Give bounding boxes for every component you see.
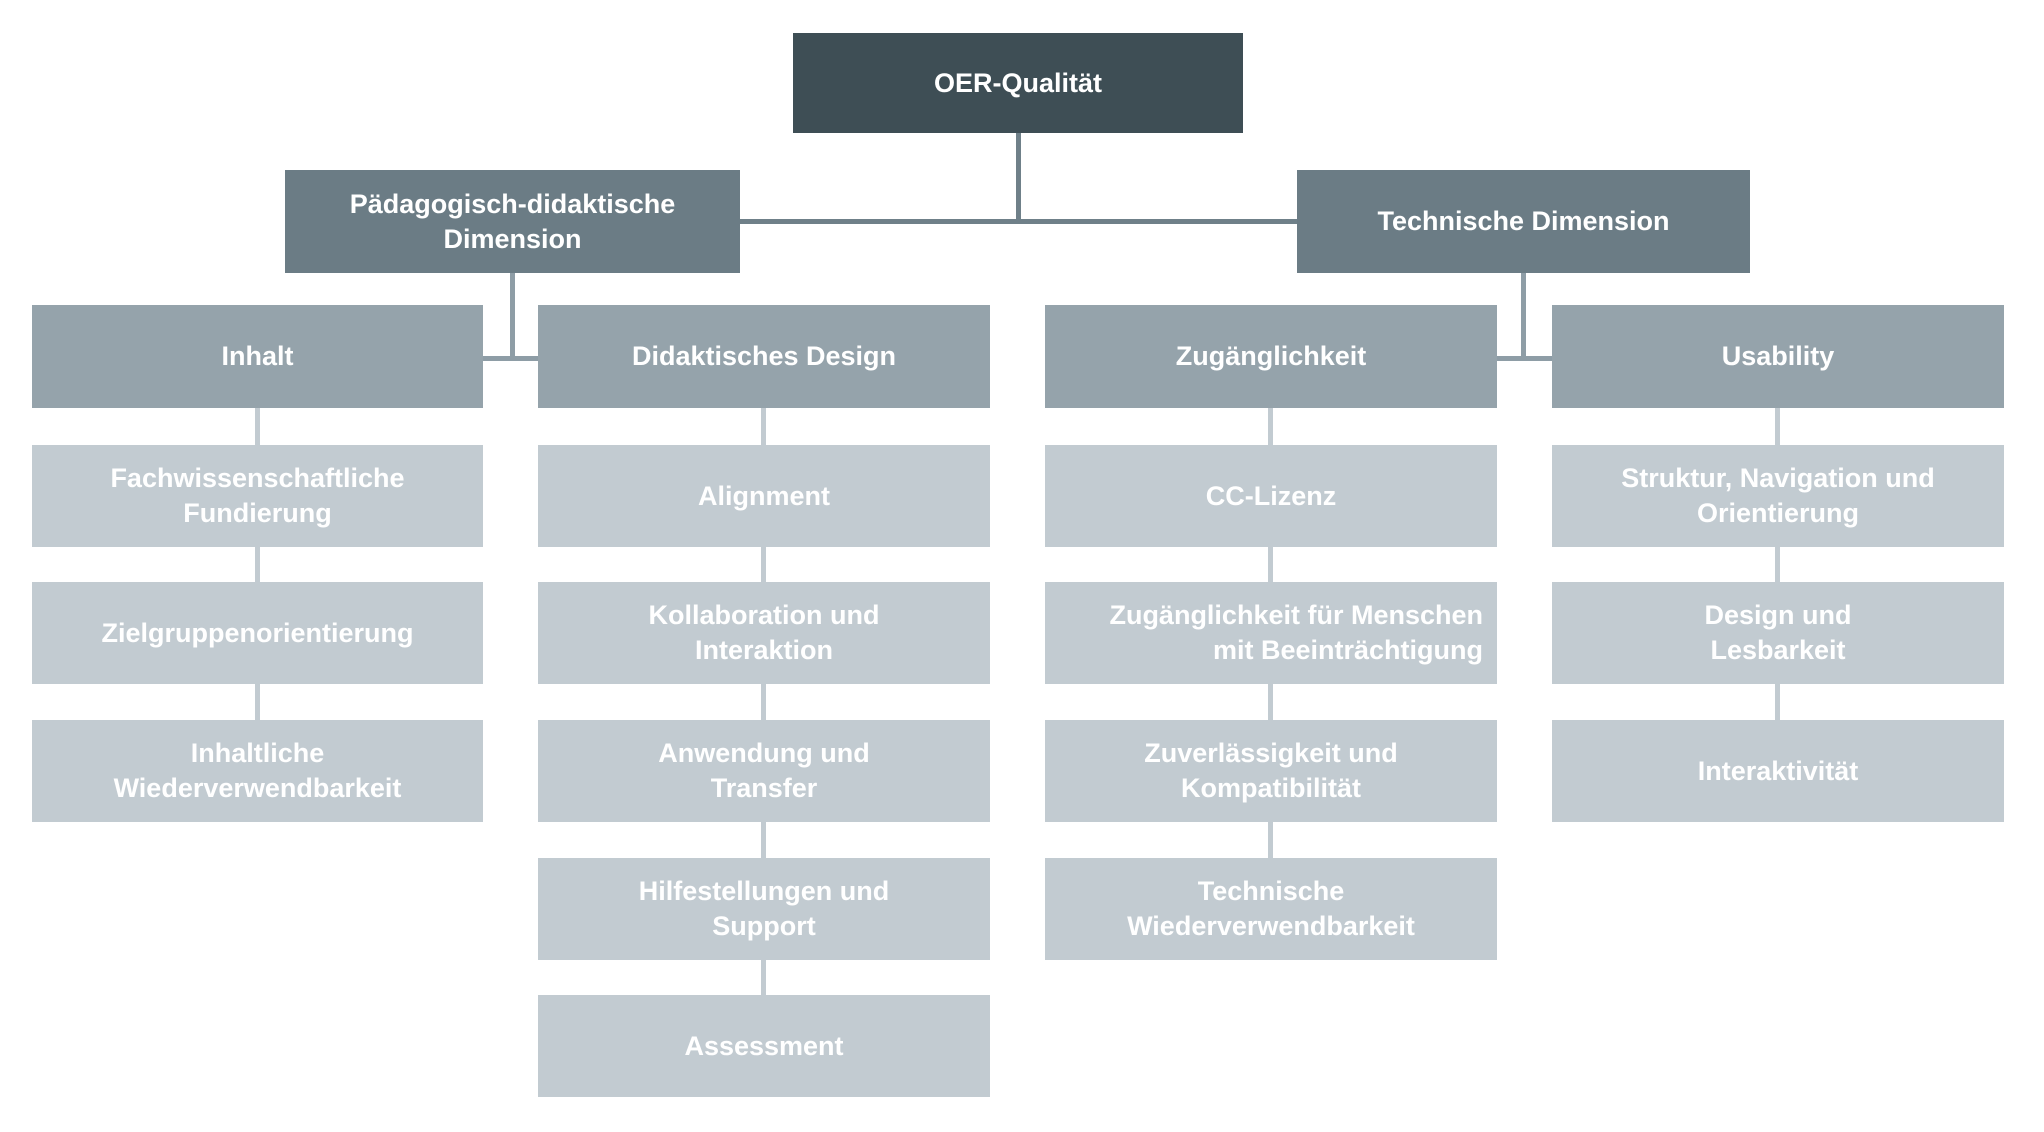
node-item-design-und-lesbarkeit: Design und Lesbarkeit <box>1552 582 2004 684</box>
node-header-zugaenglichkeit: Zugänglichkeit <box>1045 305 1497 408</box>
node-item-kollaboration-und-interaktion: Kollaboration und Interaktion <box>538 582 990 684</box>
node-item-technische-wiederverwendbarkeit: Technische Wiederverwendbarkeit <box>1045 858 1497 960</box>
connector-didaktisches-design-stub-3 <box>761 684 766 720</box>
node-header-usability: Usability <box>1552 305 2004 408</box>
node-item-anwendung-und-transfer: Anwendung und Transfer <box>538 720 990 822</box>
connector-inhalt-stub-1 <box>255 408 260 445</box>
connector-dimension-paedagogisch-horizontal <box>483 356 538 361</box>
connector-dimension-paedagogisch-vertical <box>510 273 515 361</box>
connector-root-horizontal <box>740 219 1297 224</box>
node-item-inhaltliche-wiederverwendbarkeit: Inhaltliche Wiederverwendbarkeit <box>32 720 483 822</box>
node-item-assessment: Assessment <box>538 995 990 1097</box>
connector-didaktisches-design-stub-1 <box>761 408 766 445</box>
node-item-alignment: Alignment <box>538 445 990 547</box>
connector-dimension-technisch-horizontal <box>1497 356 1552 361</box>
node-item-fachwissenschaftliche-fundierung: Fachwissenschaftliche Fundierung <box>32 445 483 547</box>
node-dimension-paedagogisch-didaktisch: Pädagogisch-didaktische Dimension <box>285 170 740 273</box>
connector-dimension-technisch-vertical <box>1521 273 1526 361</box>
connector-zugaenglichkeit-stub-3 <box>1268 684 1273 720</box>
connector-usability-stub-2 <box>1775 547 1780 582</box>
node-header-inhalt: Inhalt <box>32 305 483 408</box>
connector-zugaenglichkeit-stub-2 <box>1268 547 1273 582</box>
connector-zugaenglichkeit-stub-1 <box>1268 408 1273 445</box>
node-dimension-technisch: Technische Dimension <box>1297 170 1750 273</box>
node-header-didaktisches-design: Didaktisches Design <box>538 305 990 408</box>
node-item-cc-lizenz: CC-Lizenz <box>1045 445 1497 547</box>
node-item-hilfestellungen-und-support: Hilfestellungen und Support <box>538 858 990 960</box>
connector-inhalt-stub-3 <box>255 684 260 720</box>
connector-usability-stub-3 <box>1775 684 1780 720</box>
connector-didaktisches-design-stub-2 <box>761 547 766 582</box>
node-item-zielgruppenorientierung: Zielgruppenorientierung <box>32 582 483 684</box>
connector-zugaenglichkeit-stub-4 <box>1268 822 1273 858</box>
node-item-zuverlaessigkeit-und-kompatibilitaet: Zuverlässigkeit und Kompatibilität <box>1045 720 1497 822</box>
node-oer-qualitaet: OER-Qualität <box>793 33 1243 133</box>
node-item-struktur-navigation-orientierung: Struktur, Navigation und Orientierung <box>1552 445 2004 547</box>
connector-root-vertical <box>1016 133 1021 224</box>
connector-didaktisches-design-stub-4 <box>761 822 766 858</box>
node-item-interaktivitaet: Interaktivität <box>1552 720 2004 822</box>
node-item-zugaenglichkeit-fuer-menschen: Zugänglichkeit für Menschen mit Beeinträ… <box>1045 582 1497 684</box>
connector-usability-stub-1 <box>1775 408 1780 445</box>
connector-didaktisches-design-stub-5 <box>761 960 766 995</box>
connector-inhalt-stub-2 <box>255 547 260 582</box>
